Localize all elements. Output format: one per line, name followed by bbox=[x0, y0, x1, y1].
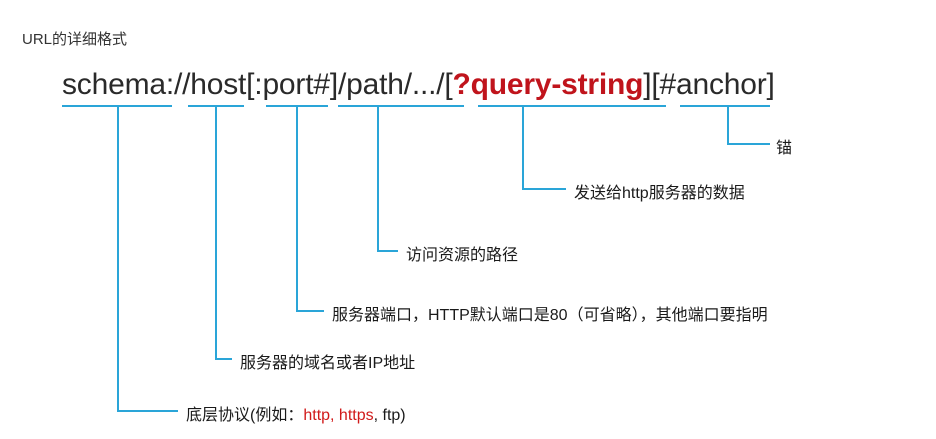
label-path: 访问资源的路径 bbox=[406, 247, 519, 264]
label-host: 服务器的域名或者IP地址 bbox=[240, 355, 416, 372]
url-schema: schema bbox=[62, 68, 166, 101]
url-port: [:port#] bbox=[246, 68, 338, 101]
label-anchor: 锚 bbox=[776, 140, 793, 157]
diagram-title: URL的详细格式 bbox=[22, 31, 128, 48]
connector-port bbox=[296, 106, 324, 312]
connector-schema bbox=[117, 106, 178, 412]
url-query-open: [ bbox=[444, 68, 453, 101]
label-schema-prefix: 底层协议(例如： bbox=[186, 407, 304, 424]
label-schema: 底层协议(例如：http, https, ftp) bbox=[186, 401, 406, 425]
url-query-close: ] bbox=[643, 68, 652, 101]
label-schema-https: https bbox=[338, 407, 374, 424]
connector-anchor bbox=[727, 106, 770, 145]
url-separator: :// bbox=[165, 68, 191, 101]
url-query-string: ?query-string bbox=[452, 68, 644, 101]
connector-path bbox=[377, 106, 398, 252]
url-host: host bbox=[190, 68, 247, 101]
label-schema-comma: , bbox=[330, 407, 339, 424]
connector-query bbox=[522, 106, 566, 190]
label-schema-http: http bbox=[303, 407, 331, 424]
url-path: /path/.../ bbox=[337, 68, 445, 101]
url-anchor: [#anchor] bbox=[651, 68, 775, 101]
connector-host bbox=[215, 106, 232, 360]
url-format-line: schema://host[:port#]/path/.../[?query-s… bbox=[62, 68, 775, 102]
label-port: 服务器端口，HTTP默认端口是80（可省略），其他端口要指明 bbox=[332, 307, 768, 324]
label-schema-suffix: , ftp) bbox=[373, 407, 406, 424]
label-query: 发送给http服务器的数据 bbox=[574, 185, 745, 202]
